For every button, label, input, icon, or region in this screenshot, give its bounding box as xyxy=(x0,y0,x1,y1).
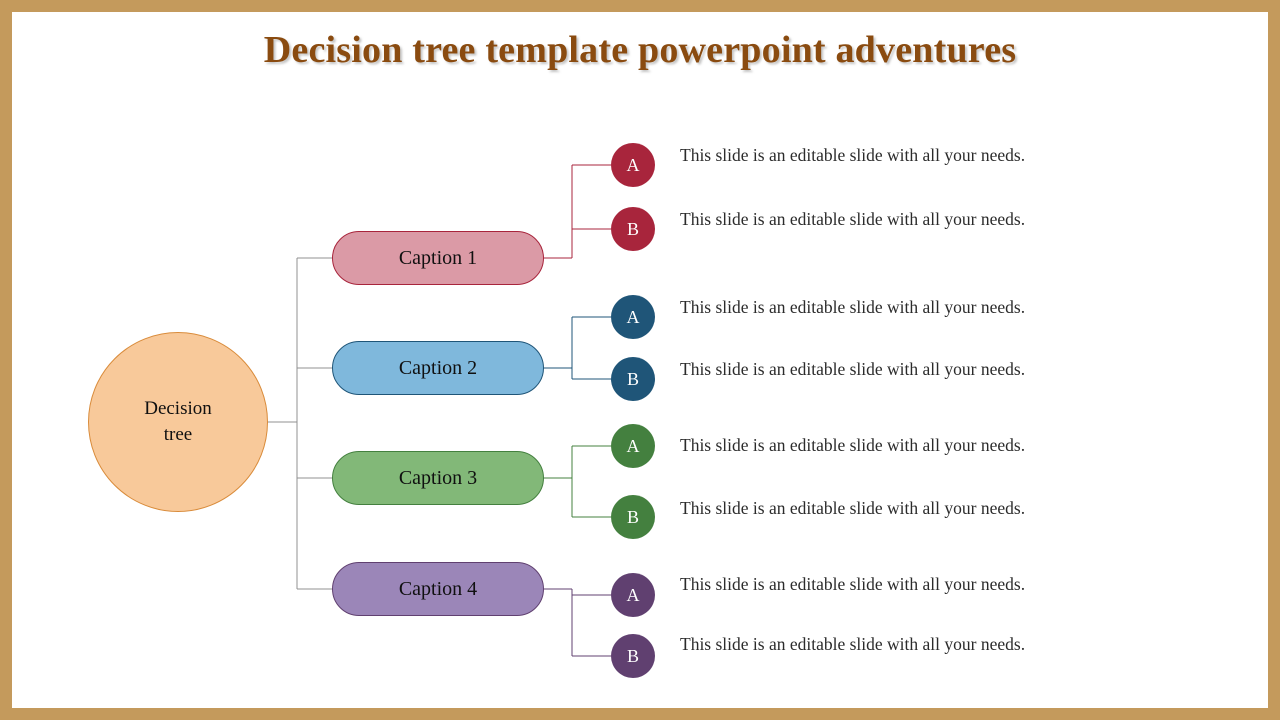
caption-node-label: Caption 1 xyxy=(398,246,478,269)
leaf-description-1-a: This slide is an editable slide with all… xyxy=(680,145,1026,165)
leaf-badge-label: A xyxy=(626,307,640,327)
leaf-badge-label: B xyxy=(626,219,639,239)
leaf-badge-4-b[interactable]: B xyxy=(611,634,655,678)
root-node-decision-tree[interactable]: Decision tree xyxy=(88,332,268,512)
slide-canvas: Decision tree template powerpoint advent… xyxy=(12,12,1268,708)
caption-node-2[interactable]: Caption 2 xyxy=(332,341,544,395)
leaf-badge-2-b[interactable]: B xyxy=(611,357,655,401)
leaf-badge-label: B xyxy=(626,369,639,389)
caption-node-label: Caption 4 xyxy=(398,577,478,600)
leaf-badge-label: A xyxy=(626,585,640,605)
leaf-badge-label: A xyxy=(626,436,640,456)
caption-node-label: Caption 2 xyxy=(398,356,478,379)
leaf-description-2-b: This slide is an editable slide with all… xyxy=(680,359,1026,379)
leaf-badge-label: B xyxy=(626,507,639,527)
caption-node-label: Caption 3 xyxy=(398,466,478,489)
caption-node-3[interactable]: Caption 3 xyxy=(332,451,544,505)
leaf-description-4-a: This slide is an editable slide with all… xyxy=(680,574,1026,594)
leaf-badge-1-a[interactable]: A xyxy=(611,143,655,187)
page-title: Decision tree template powerpoint advent… xyxy=(263,29,1017,71)
leaf-description-1-b: This slide is an editable slide with all… xyxy=(680,209,1026,229)
caption-node-4[interactable]: Caption 4 xyxy=(332,562,544,616)
leaf-description-3-a: This slide is an editable slide with all… xyxy=(680,435,1026,455)
leaf-badge-label: B xyxy=(626,646,639,666)
leaf-description-2-a: This slide is an editable slide with all… xyxy=(680,297,1026,317)
leaf-badge-3-a[interactable]: A xyxy=(611,424,655,468)
leaf-badge-2-a[interactable]: A xyxy=(611,295,655,339)
leaf-badge-1-b[interactable]: B xyxy=(611,207,655,251)
leaf-description-4-b: This slide is an editable slide with all… xyxy=(680,634,1026,654)
caption-node-1[interactable]: Caption 1 xyxy=(332,231,544,285)
leaf-badge-3-b[interactable]: B xyxy=(611,495,655,539)
leaf-description-3-b: This slide is an editable slide with all… xyxy=(680,498,1026,518)
root-node-label: Decision tree xyxy=(144,398,212,445)
leaf-badge-label: A xyxy=(626,155,640,175)
leaf-badge-4-a[interactable]: A xyxy=(611,573,655,617)
